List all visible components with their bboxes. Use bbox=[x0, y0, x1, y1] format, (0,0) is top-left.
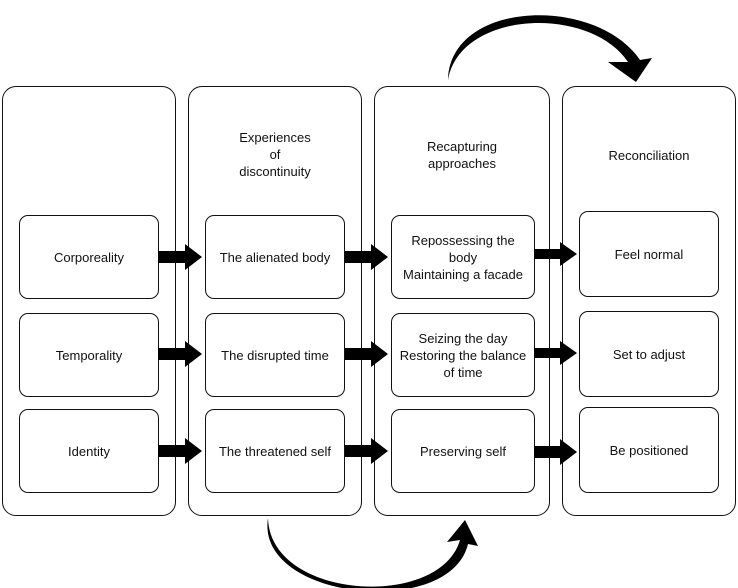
column-title-recapturing: Recapturing approaches bbox=[426, 139, 498, 171]
arrow-right-icon bbox=[158, 244, 202, 270]
column-dimensions: Corporeality Temporality Identity bbox=[2, 86, 176, 516]
arrow-right-icon bbox=[345, 341, 388, 367]
arrow-right-icon bbox=[534, 242, 577, 266]
column-title-experiences: Experiences of discontinuity bbox=[239, 130, 311, 179]
box-preserving-self: Preserving self bbox=[391, 409, 535, 493]
box-disrupted-time: The disrupted time bbox=[205, 313, 345, 397]
box-repossessing: Repossessing the body Maintaining a faca… bbox=[391, 215, 535, 299]
arrow-right-icon bbox=[345, 244, 388, 270]
arrow-right-icon bbox=[158, 341, 202, 367]
box-identity: Identity bbox=[19, 409, 159, 493]
column-reconciliation: Reconciliation Feel normal Set to adjust… bbox=[562, 86, 736, 516]
column-recapturing: Recapturing approaches Repossessing the … bbox=[374, 86, 550, 516]
box-corporeality: Corporeality bbox=[19, 215, 159, 299]
box-threatened-self: The threatened self bbox=[205, 409, 345, 493]
arrow-right-icon bbox=[158, 438, 202, 464]
box-be-positioned: Be positioned bbox=[579, 407, 719, 493]
arrow-right-icon bbox=[534, 341, 577, 365]
arrow-right-icon bbox=[534, 439, 577, 465]
top-curved-arrow bbox=[448, 15, 652, 82]
box-alienated-body: The alienated body bbox=[205, 215, 345, 299]
arrow-right-icon bbox=[345, 438, 388, 464]
box-set-to-adjust: Set to adjust bbox=[579, 311, 719, 397]
column-experiences: Experiences of discontinuity The alienat… bbox=[188, 86, 362, 516]
box-temporality: Temporality bbox=[19, 313, 159, 397]
box-feel-normal: Feel normal bbox=[579, 211, 719, 297]
column-title-reconciliation: Reconciliation bbox=[608, 148, 690, 163]
box-seizing-day: Seizing the day Restoring the balance of… bbox=[391, 313, 535, 397]
